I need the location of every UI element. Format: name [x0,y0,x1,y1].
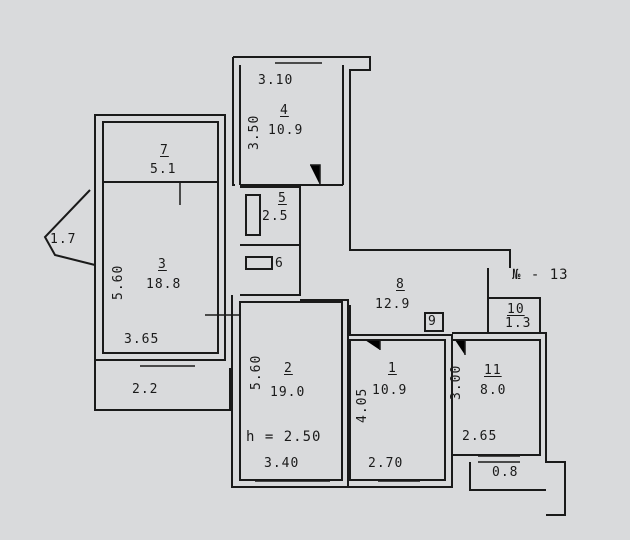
room-1-width: 2.70 [368,456,404,471]
room-5-area: 2.5 [262,209,289,224]
room-11-area: 8.0 [480,383,507,398]
room-5-number: 5 [278,191,287,206]
window-room11 [478,455,520,463]
room-2-area: 19.0 [270,385,306,400]
plan-id: № - 13 [512,267,569,283]
room-4-area: 10.9 [268,123,304,138]
room-4-number: 4 [280,103,289,118]
wall-room11 [452,339,541,456]
room-7-area: 5.1 [150,162,177,177]
room-1-area: 10.9 [372,383,408,398]
wall-outer-north [233,56,511,268]
window-room2 [255,480,330,488]
room-9-number: 9 [428,314,437,329]
room-2-height: 5.60 [249,354,264,390]
room-10-number: 10 [507,302,525,317]
room-11-number: 11 [484,363,502,378]
room-8-area: 12.9 [375,297,411,312]
room-11-height: 3.00 [449,364,464,400]
room-8-number: 8 [396,277,405,292]
wall-room4-left [232,57,235,186]
room-11-width: 2.65 [462,429,498,444]
room-4-height: 3.50 [247,114,262,150]
ceiling-height: h = 2.50 [246,429,322,445]
fixture-9 [424,312,444,332]
wall-room11-outer [452,332,566,516]
room-10-area: 1.3 [505,316,532,331]
window-room3 [140,359,195,367]
bathtub [245,194,261,236]
room-1-number: 1 [388,361,397,376]
toilet [245,256,273,270]
wall-balcony-right [469,462,546,491]
balcony-bottom-size: 2.2 [132,382,159,397]
room-7-number: 7 [160,143,169,158]
windows [140,56,520,488]
wall-balcony-left [43,189,96,266]
room-4-width: 3.10 [258,73,294,88]
room-6-number: 6 [275,256,284,271]
walls [43,56,566,516]
balcony-left-size: 1.7 [50,232,77,247]
room-1-height: 4.05 [355,387,370,423]
window-room4 [275,56,322,64]
wall-room3-outer [94,114,226,361]
wall-balcony-bottom [94,360,231,411]
balcony-right-size: 0.8 [492,465,519,480]
room-3-number: 3 [158,257,167,272]
window-room1 [378,480,420,488]
wall-bath [240,186,301,296]
doors [179,164,466,355]
room-3-area: 18.8 [146,277,182,292]
wall-room2-inner [239,301,343,481]
room-2-number: 2 [284,361,293,376]
room-2-width: 3.40 [264,456,300,471]
wall-room3-inner [102,121,219,354]
room-3-height: 5.60 [111,264,126,300]
wall-room10-top [488,297,541,333]
wall-room1 [349,339,446,481]
room-3-width: 3.65 [124,332,160,347]
